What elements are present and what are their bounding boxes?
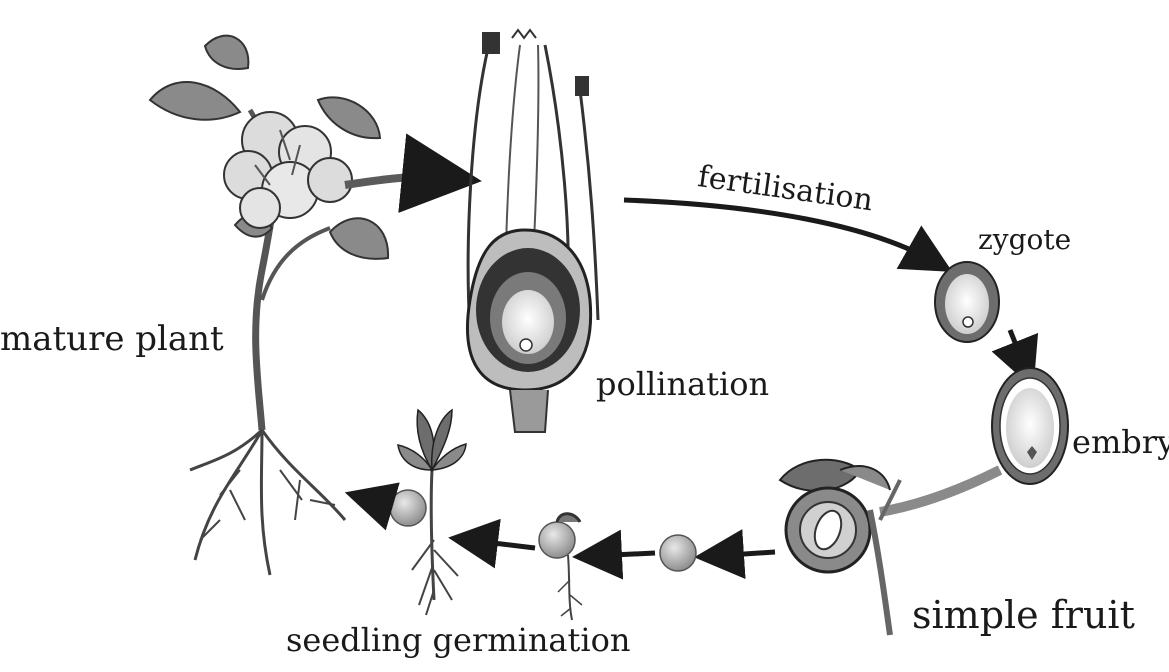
arrow-zygote-to-embryo [1010,330,1026,370]
arrow-plant-to-pollination [345,177,450,185]
mature-plant-illustration [150,36,388,575]
arrow-seedling-to-mature-plant [364,498,388,505]
arrow-sprout-to-seedling [468,540,535,548]
label-mature-plant: mature plant [0,322,224,356]
label-simple-fruit: simple fruit [912,596,1135,634]
germinating-seed-illustration [539,514,582,620]
simple-fruit-illustration [780,460,900,635]
label-embryo: embry [1072,426,1169,458]
label-seedling-germination: seedling germination [286,624,630,656]
seed-illustration-2 [390,490,426,526]
arrow-seed-to-sprout [592,553,655,556]
embryo-illustration [992,368,1068,484]
pistil-illustration [467,30,598,432]
arrow-fertilisation [624,200,935,262]
arrow-embryo-to-fruit [880,470,1000,512]
seed-illustration [660,535,696,571]
label-pollination: pollination [596,368,769,400]
label-zygote: zygote [978,226,1071,254]
arrow-fruit-to-seed [714,552,775,556]
zygote-illustration [935,262,999,342]
